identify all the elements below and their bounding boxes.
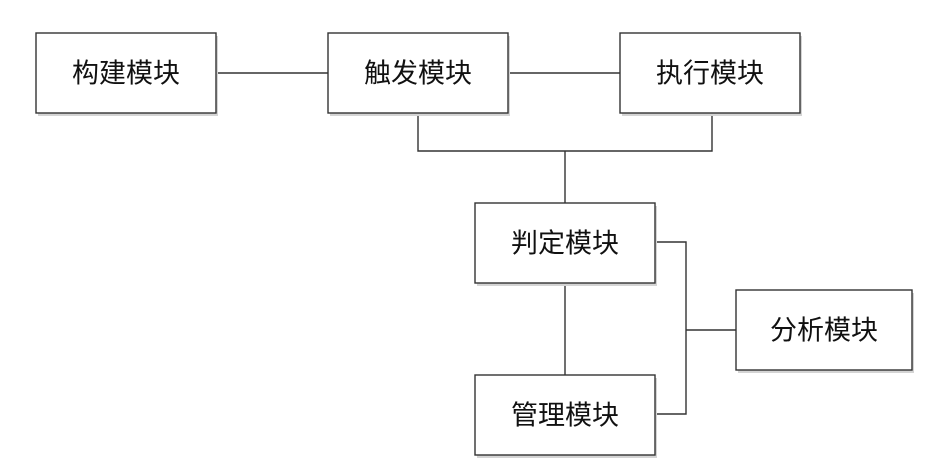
connector-trigger-execute-judge [418,113,712,151]
module-build: 构建模块 [36,33,218,116]
module-analyze-label: 分析模块 [770,316,878,347]
connector-judge-manage-bus [654,242,686,414]
module-judge-label: 判定模块 [511,229,619,260]
module-trigger: 触发模块 [328,33,510,116]
module-trigger-label: 触发模块 [364,59,472,90]
module-manage-label: 管理模块 [511,401,619,432]
module-judge: 判定模块 [475,203,657,286]
module-build-label: 构建模块 [72,59,180,90]
module-execute: 执行模块 [620,33,802,116]
module-execute-label: 执行模块 [656,59,764,90]
module-manage: 管理模块 [475,375,657,458]
module-analyze: 分析模块 [736,290,914,373]
